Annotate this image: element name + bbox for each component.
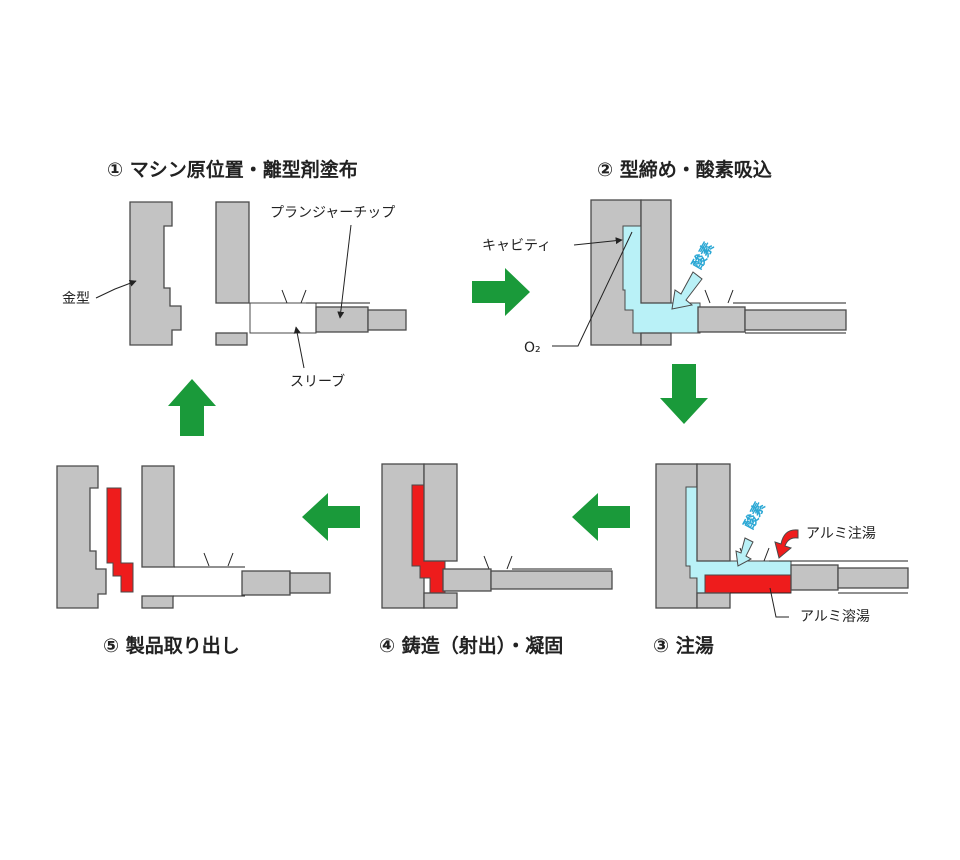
moving-die — [640, 199, 672, 304]
sleeve-label: スリーブ — [290, 373, 345, 390]
sleeve-pour-slot — [203, 552, 234, 567]
sleeve-pour-slot — [281, 289, 307, 304]
moving-die-lower — [423, 592, 458, 609]
pour-arrow-icon — [774, 529, 799, 559]
oxygen-inflow-arrow — [671, 271, 703, 310]
moving-die-lower — [141, 595, 174, 609]
plunger-tip-leader — [337, 224, 352, 319]
plunger-tip-label: プランジャーチップ — [270, 205, 395, 221]
fixed-die — [129, 201, 182, 346]
moving-die — [215, 201, 250, 304]
moving-die — [141, 465, 175, 568]
oxygen-inflow-arrow — [735, 537, 754, 567]
step-5-panel: ⑤ 製品取り出し — [56, 465, 331, 657]
cavity-label: キャビティ — [482, 238, 551, 254]
molten-leader — [769, 587, 789, 618]
plunger-tip — [442, 568, 492, 592]
arrow-up-icon — [168, 379, 216, 436]
cavity-leader — [573, 237, 623, 246]
plunger-rod — [490, 570, 613, 590]
step-5-title: ⑤ 製品取り出し — [103, 634, 240, 657]
plunger-rod — [744, 309, 847, 331]
pour-label: アルミ注湯 — [806, 525, 876, 542]
mold-leader — [95, 279, 137, 299]
ejected-product — [106, 487, 134, 593]
arrow-right-icon — [472, 268, 530, 316]
sleeve-pour-slot — [704, 289, 734, 304]
step-4-panel: ④ 鋳造（射出）・凝固 — [379, 463, 613, 657]
step-4-title: ④ 鋳造（射出）・凝固 — [379, 634, 563, 657]
plunger-rod — [837, 567, 909, 589]
molten-label: アルミ溶湯 — [800, 608, 870, 625]
step-1-title: ① マシン原位置・離型剤塗布 — [107, 158, 358, 181]
oxygen-label: 酸素 — [689, 239, 718, 272]
sleeve-pour-slot — [483, 555, 513, 570]
arrow-down-icon — [660, 364, 708, 424]
moving-die-lower — [640, 332, 672, 346]
step-3-panel: ③ 注湯 酸素 アルミ注湯 アルミ溶湯 — [653, 463, 909, 657]
mold-label: 金型 — [62, 291, 90, 307]
o2-leader — [552, 231, 633, 347]
oxygen-label: 酸素 — [741, 499, 769, 532]
sleeve-leader — [293, 326, 305, 369]
plunger-tip — [241, 570, 291, 596]
arrow-left-icon — [302, 493, 360, 541]
step-2-panel: ② 型締め・酸素吸込 酸素 キャビティ O₂ — [482, 158, 847, 356]
moving-die-lower — [215, 332, 248, 346]
plunger-rod — [289, 572, 331, 594]
arrow-left-icon — [572, 493, 630, 541]
plunger-tip — [315, 306, 369, 333]
molten-aluminum — [704, 574, 792, 594]
o2-label: O₂ — [524, 340, 541, 356]
plunger-tip — [790, 564, 839, 591]
fixed-die — [56, 465, 107, 609]
step-3-title: ③ 注湯 — [653, 634, 714, 657]
moving-die — [696, 463, 731, 562]
step-2-title: ② 型締め・酸素吸込 — [597, 158, 772, 181]
plunger-tip — [697, 306, 746, 333]
plunger-rod — [367, 309, 407, 331]
step-1-panel: ① マシン原位置・離型剤塗布 金型 プランジャーチップ スリーブ — [62, 158, 407, 390]
sleeve — [249, 302, 317, 334]
moving-die-lower — [696, 592, 731, 609]
moving-die — [423, 463, 458, 562]
